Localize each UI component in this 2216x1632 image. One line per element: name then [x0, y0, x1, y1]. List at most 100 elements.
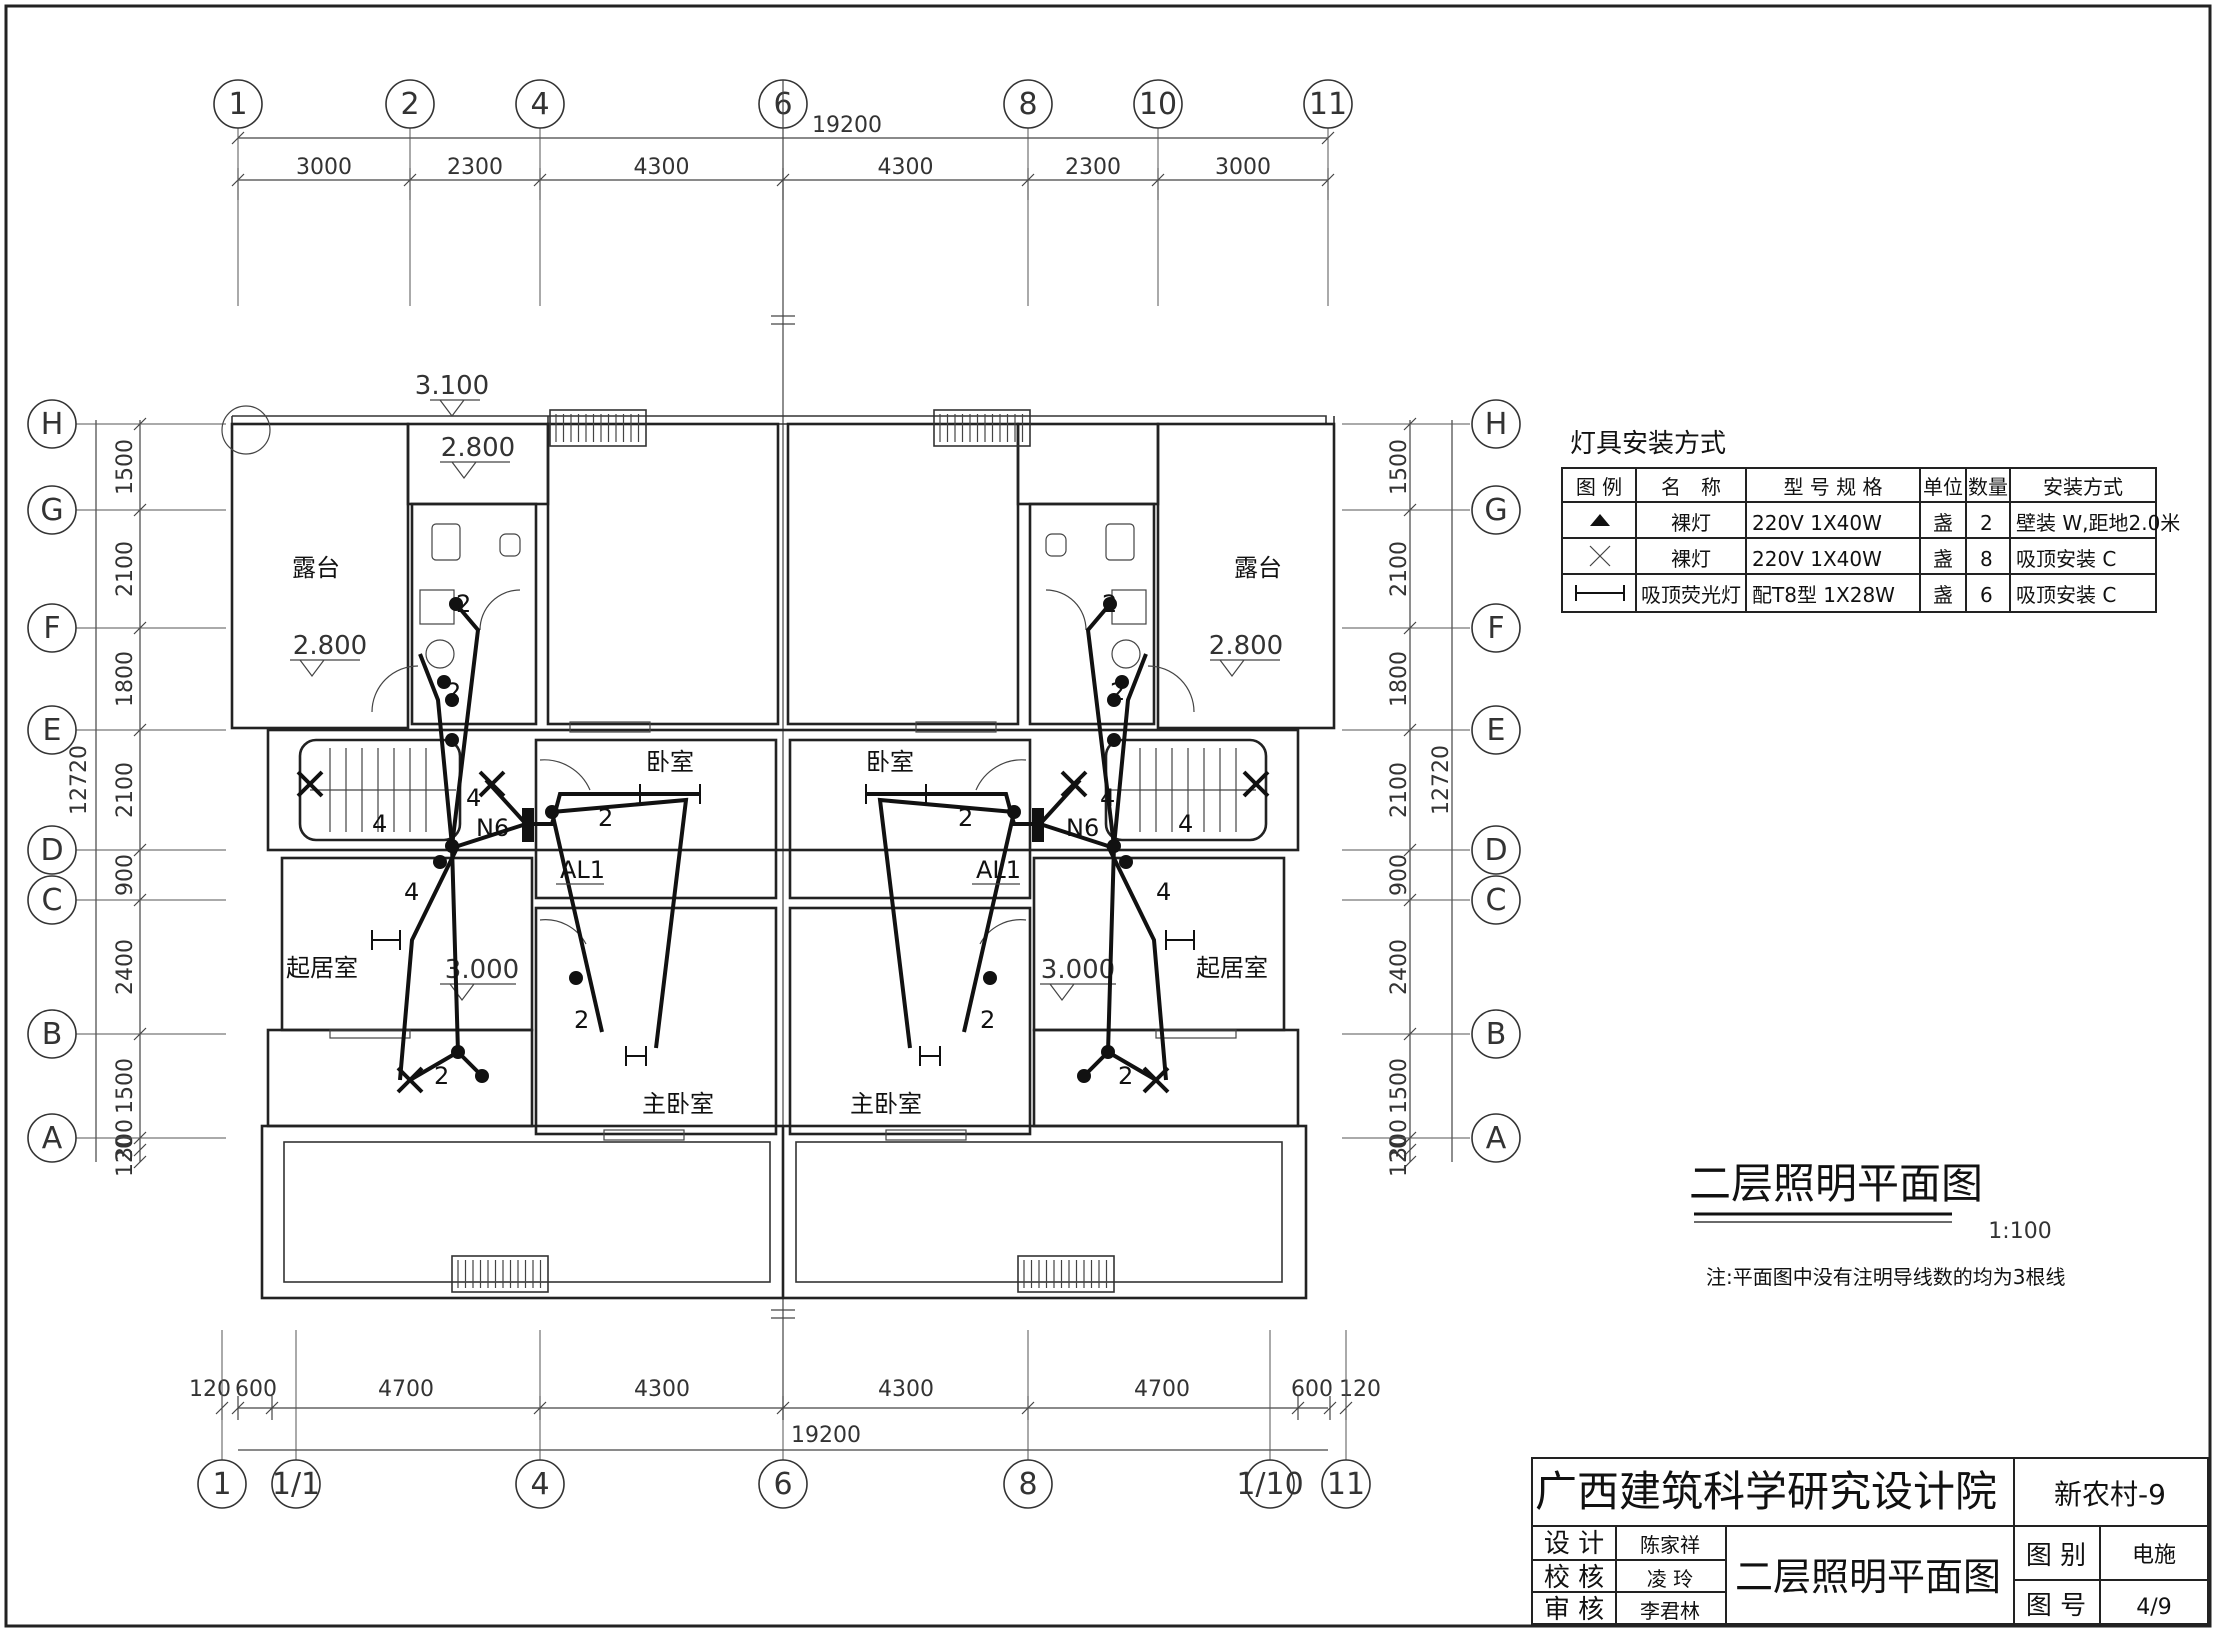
- railing-1: [933, 409, 1031, 447]
- svg-text:G: G: [40, 493, 63, 528]
- bottom-dim-6: 600: [1291, 1377, 1333, 1402]
- left-dim-2: 1800: [113, 651, 138, 707]
- axis-bubble-top-4: 4: [515, 79, 565, 306]
- legend-spec-1: 220V 1X40W: [1752, 547, 1882, 571]
- svg-text:4: 4: [530, 1467, 549, 1502]
- type-value: 电施: [2132, 1543, 2176, 1568]
- wire-count-two-3: 2: [574, 1006, 589, 1034]
- svg-text:B: B: [1486, 1017, 1507, 1052]
- drawing-title-block: 二层照明平面图 1:100 注:平面图中没有注明导线数的均为3根线: [1689, 1159, 2065, 1289]
- svg-text:6: 6: [773, 1467, 792, 1502]
- svg-text:B: B: [42, 1017, 63, 1052]
- room-bedroom-right: 卧室: [866, 748, 914, 776]
- right-dim-7: 300: [1387, 1119, 1412, 1161]
- svg-text:1: 1: [212, 1467, 231, 1502]
- svg-text:H: H: [41, 407, 64, 442]
- wire-count-two-9: 2: [1118, 1062, 1133, 1090]
- living-right-elevation: 3.000: [1041, 955, 1115, 985]
- wire-count-two-1: 2: [446, 678, 461, 706]
- axis-bubble-bottom-0: 1: [197, 1330, 247, 1509]
- svg-text:10: 10: [1139, 87, 1177, 122]
- institute-name: 广西建筑科学研究设计院: [1535, 1467, 1997, 1516]
- svg-text:A: A: [1486, 1121, 1507, 1156]
- legend-qty-2: 6: [1980, 583, 1993, 607]
- left-dim-8: 120: [113, 1135, 138, 1177]
- legend-unit-0: 盏: [1933, 511, 1953, 535]
- drawing-title: 二层照明平面图: [1689, 1159, 1983, 1208]
- axis-bubble-bottom-6: 11: [1321, 1330, 1371, 1509]
- legend-header-2: 型 号 规 格: [1783, 475, 1882, 499]
- left-total-dim: 12720: [67, 745, 92, 815]
- number-value: 4/9: [2136, 1595, 2171, 1620]
- light-dot-0: [449, 597, 463, 611]
- svg-text:8: 8: [1018, 87, 1037, 122]
- legend-title: 灯具安装方式: [1570, 429, 1726, 459]
- light-dot-15: [1119, 855, 1133, 869]
- wire-count-two-0: 2: [456, 590, 471, 618]
- legend-header-4: 数量: [1968, 475, 2008, 499]
- fluorescent-symbol: [1575, 585, 1625, 601]
- fluorescent-lamp-4: [625, 1046, 647, 1066]
- sheet-border: [4, 4, 2212, 1628]
- svg-text:F: F: [43, 611, 60, 646]
- legend-name-0: 裸灯: [1671, 511, 1711, 535]
- legend-spec-2: 配T8型 1X28W: [1752, 583, 1895, 607]
- fluorescent-lamp-1: [1165, 930, 1195, 950]
- fluorescent-lamp-2: [639, 784, 701, 804]
- wire-count-two-4: 2: [434, 1062, 449, 1090]
- bottom-dim-2: 4700: [378, 1377, 434, 1402]
- wc-elevation: 2.800: [441, 433, 515, 463]
- svg-text:E: E: [1487, 713, 1506, 748]
- type-label: 图 别: [2026, 1541, 2086, 1571]
- top-total-dim: 19200: [812, 113, 882, 138]
- role-review: 审 核: [1544, 1595, 1604, 1625]
- bottom-dim-3: 4300: [634, 1377, 690, 1402]
- fluorescent-lamp-0: [371, 930, 401, 950]
- svg-text:8: 8: [1018, 1467, 1037, 1502]
- panel-label-right: AL1: [976, 856, 1021, 884]
- legend-header-0: 图 例: [1576, 475, 1622, 499]
- room-bedroom-left: 卧室: [646, 748, 694, 776]
- wire-count-two-7: 2: [958, 804, 973, 832]
- legend-qty-0: 2: [1980, 511, 1993, 535]
- right-dim-0: 1500: [1387, 439, 1412, 495]
- svg-text:A: A: [42, 1121, 63, 1156]
- svg-text:C: C: [42, 883, 63, 918]
- top-dim-4: 2300: [1065, 155, 1121, 180]
- person-design: 陈家祥: [1640, 1533, 1700, 1557]
- ceiling-lamp-5: [1060, 770, 1088, 798]
- legend-header-3: 单位: [1923, 475, 1963, 499]
- wire-count-four-0: 4: [372, 810, 387, 838]
- right-total-dim: 12720: [1429, 745, 1454, 815]
- light-dot-8: [475, 1069, 489, 1083]
- axis-bubble-top-8: 8: [1003, 79, 1053, 306]
- light-dot-12: [1107, 693, 1121, 707]
- light-dot-3: [445, 733, 459, 747]
- left-dim-6: 1500: [113, 1058, 138, 1114]
- room-master-left: 主卧室: [642, 1090, 714, 1118]
- left-dim-4: 900: [113, 854, 138, 896]
- number-label: 图 号: [2026, 1591, 2086, 1621]
- drawing-scale: 1:100: [1988, 1219, 2051, 1244]
- room-terrace-right: 露台: [1234, 554, 1282, 582]
- wire-count-four-3: 4: [1178, 810, 1193, 838]
- wire-count-four-2: 4: [404, 878, 419, 906]
- svg-text:D: D: [1484, 833, 1507, 868]
- bottom-dim-5: 4700: [1134, 1377, 1190, 1402]
- axis-bubble-top-10: 10: [1133, 79, 1183, 306]
- light-dot-13: [1107, 733, 1121, 747]
- top-dim-1: 2300: [447, 155, 503, 180]
- light-dot-16: [1007, 805, 1021, 819]
- right-dim-8: 120: [1387, 1135, 1412, 1177]
- axis-bubble-top-1: 1: [213, 79, 263, 306]
- wire-count-two-8: 2: [980, 1006, 995, 1034]
- svg-text:E: E: [43, 713, 62, 748]
- legend-unit-2: 盏: [1933, 583, 1953, 607]
- left-dim-0: 1500: [113, 439, 138, 495]
- wire-count-two-2: 2: [598, 804, 613, 832]
- wire-count-two-5: 2: [1102, 590, 1117, 618]
